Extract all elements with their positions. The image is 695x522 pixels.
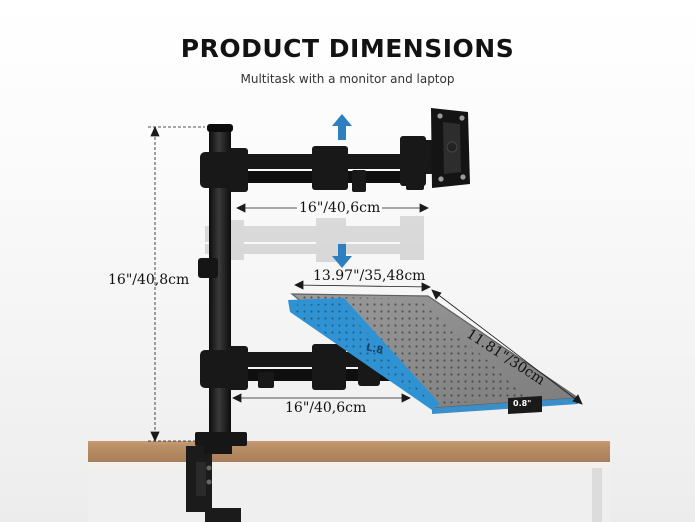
page-subtitle: Multitask with a monitor and laptop	[240, 72, 455, 86]
page-title: PRODUCT DIMENSIONS	[180, 34, 515, 63]
laptop-tray	[288, 293, 580, 414]
pole-cap	[207, 124, 233, 132]
vesa-plate	[431, 108, 470, 188]
upper-arm	[200, 136, 434, 192]
arm-ghost-reflection	[205, 216, 424, 262]
tray-width-label: 13.97"/35,48cm	[313, 268, 426, 284]
desk-clamp	[186, 432, 247, 522]
up-arrow-icon	[332, 114, 352, 140]
pole-collar	[198, 258, 218, 278]
pole-height-label: 16"/40,8cm	[108, 272, 190, 288]
upper-arm-length-label: 16"/40,6cm	[297, 200, 383, 216]
tray-lip-label: 0.8"	[513, 399, 532, 408]
desk	[88, 441, 610, 522]
lower-arm-length-label: 16"/40,6cm	[285, 400, 367, 416]
down-arrow-icon	[332, 244, 352, 268]
